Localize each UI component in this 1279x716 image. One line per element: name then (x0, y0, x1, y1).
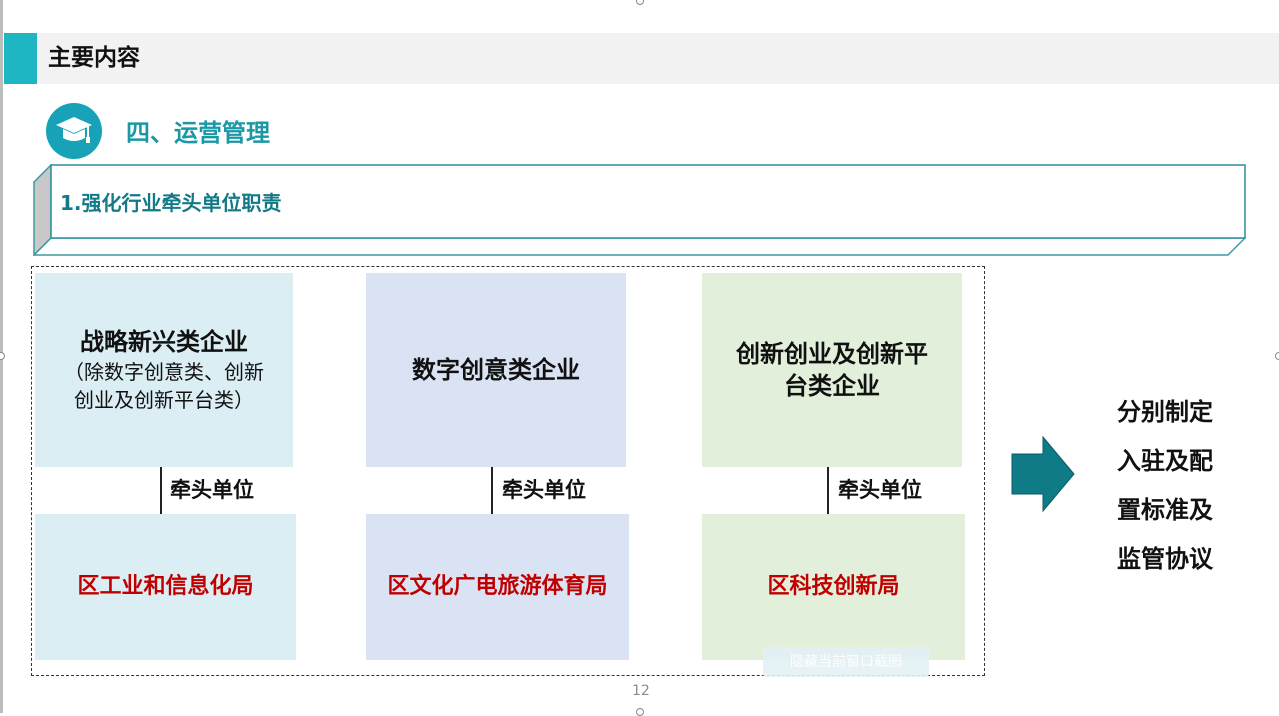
conclusion-line: 置标准及 (1117, 496, 1213, 524)
subsection-banner (33, 164, 1246, 256)
conclusion-line: 入驻及配 (1117, 447, 1213, 475)
bottom-resize-handle[interactable] (636, 708, 644, 716)
connector-line (827, 467, 829, 514)
connector-line (491, 467, 493, 514)
lead-unit-label: 牵头单位 (838, 478, 922, 502)
department-card-science: 区科技创新局 (702, 514, 965, 660)
conclusion-line: 监管协议 (1117, 545, 1213, 573)
page-number: 12 (632, 683, 650, 699)
header-bar (4, 33, 1279, 84)
enterprise-group-frame (31, 266, 985, 676)
left-resize-handle[interactable] (0, 352, 5, 360)
header-title: 主要内容 (48, 45, 140, 71)
department-name: 区科技创新局 (767, 574, 900, 599)
category-title: 战略新兴类企业 (80, 328, 248, 356)
category-card-strategic: 战略新兴类企业 （除数字创意类、创新 创业及创新平台类） (35, 273, 293, 467)
section-title: 四、运营管理 (126, 119, 270, 147)
category-subtitle: （除数字创意类、创新 (64, 360, 264, 384)
category-title: 创新创业及创新平 (736, 340, 928, 368)
conclusion-text: 分别制定 入驻及配 置标准及 监管协议 (1117, 388, 1247, 584)
hide-screenshot-button[interactable]: 隐藏当前窗口截图 (763, 647, 929, 677)
conclusion-line: 分别制定 (1117, 398, 1213, 426)
department-card-culture: 区文化广电旅游体育局 (366, 514, 629, 660)
lead-unit-label: 牵头单位 (170, 478, 254, 502)
right-arrow-icon (1011, 436, 1075, 512)
category-title: 台类企业 (784, 372, 880, 400)
lead-unit-label: 牵头单位 (502, 478, 586, 502)
category-subtitle: 创业及创新平台类） (74, 388, 254, 412)
department-card-industry: 区工业和信息化局 (35, 514, 296, 660)
category-card-digital: 数字创意类企业 (366, 273, 626, 467)
right-resize-handle[interactable] (1275, 352, 1279, 360)
subsection-title: 1.强化行业牵头单位职责 (60, 191, 282, 215)
category-title: 数字创意类企业 (412, 356, 580, 384)
category-card-innovation: 创新创业及创新平 台类企业 (702, 273, 962, 467)
top-resize-handle[interactable] (636, 0, 644, 5)
header-accent (4, 33, 37, 84)
graduation-cap-icon (46, 103, 102, 159)
department-name: 区文化广电旅游体育局 (387, 574, 608, 599)
connector-line (160, 467, 162, 514)
department-name: 区工业和信息化局 (77, 574, 254, 599)
